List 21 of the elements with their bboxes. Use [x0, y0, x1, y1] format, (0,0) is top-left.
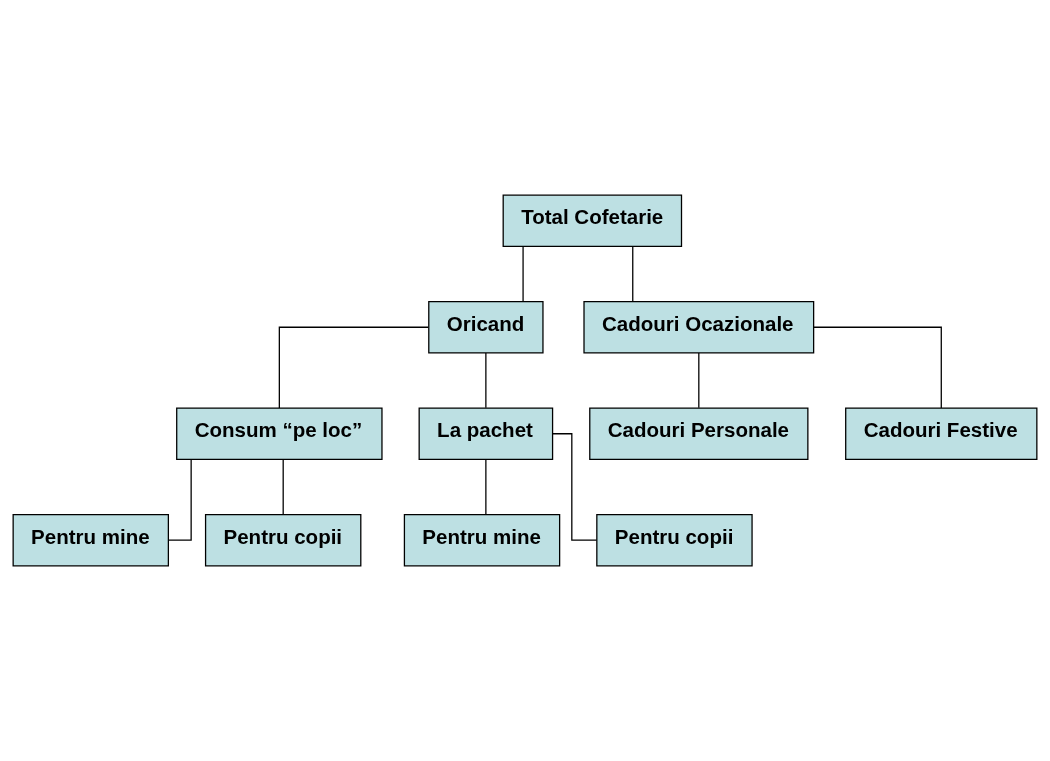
node-box: Pentru mine	[12, 513, 169, 567]
connector	[698, 352, 700, 409]
connector	[632, 245, 634, 302]
connector	[522, 245, 524, 302]
node-box: La pachet	[418, 407, 554, 461]
node-box: Cadouri Ocazionale	[583, 300, 815, 354]
node-box: Pentru copii	[204, 513, 362, 567]
node-box: Cadouri Personale	[589, 407, 809, 461]
connector	[813, 326, 942, 409]
node-box: Pentru copii	[596, 513, 753, 567]
connector	[282, 458, 284, 515]
connector	[552, 433, 598, 541]
node-box: Pentru mine	[403, 513, 561, 567]
node-box: Oricand	[428, 300, 544, 354]
connector	[485, 352, 487, 409]
node-box: Consum “pe loc”	[176, 407, 383, 461]
node-box: Cadouri Festive	[845, 407, 1038, 461]
connector	[278, 326, 429, 409]
connector	[168, 458, 192, 541]
connector	[485, 458, 487, 515]
node-box: Total Cofetarie	[502, 194, 683, 248]
